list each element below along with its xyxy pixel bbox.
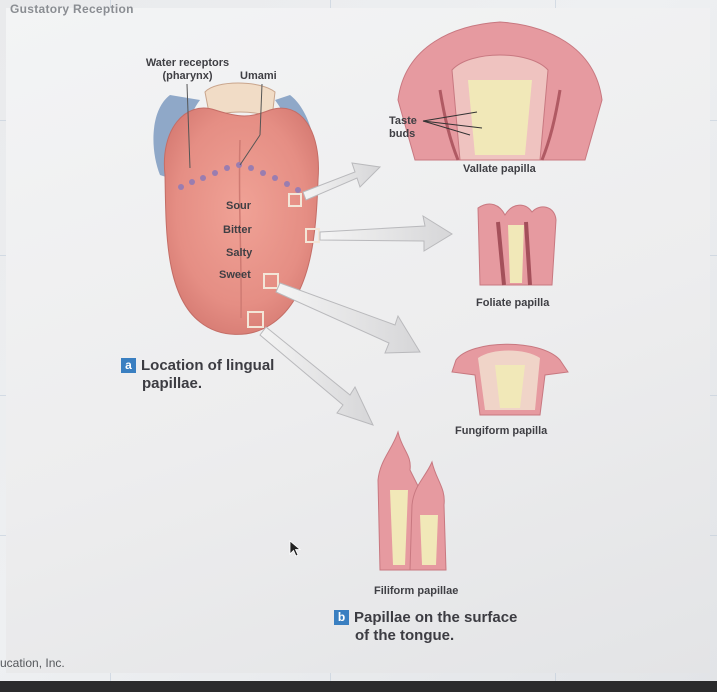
caption-b: b Papillae on the surface of the tongue.: [334, 609, 517, 645]
caption-a-line1: Location of lingual: [141, 357, 275, 374]
taste-buds-label-line1: Taste: [389, 115, 417, 127]
vallate-dot-row: [178, 162, 301, 193]
vallate-papilla-label: Vallate papilla: [463, 163, 536, 175]
umami-label: Umami: [240, 70, 277, 82]
water-receptors-label-line1: Water receptors: [145, 57, 230, 69]
pointer-arrows: [259, 162, 453, 426]
leader-line: [186, 83, 191, 169]
caption-b-line1: Papillae on the surface: [354, 609, 518, 626]
filiform-papillae-label: Filiform papillae: [374, 585, 459, 597]
leader-line: [259, 83, 263, 136]
water-receptors-label-line2: (pharynx): [162, 70, 213, 82]
filiform-papillae-illustration: [377, 430, 447, 571]
sweet-label: Sweet: [219, 269, 251, 281]
region-markers: [247, 193, 320, 328]
sour-label: Sour: [226, 200, 252, 212]
vallate-papilla-illustration: [397, 21, 603, 161]
water-receptors-label: Water receptors (pharynx): [130, 57, 245, 83]
tongue-illustration: [163, 107, 319, 335]
bitter-label: Bitter: [223, 224, 252, 236]
taste-buds-label: Taste buds: [389, 115, 417, 141]
salty-label: Salty: [226, 247, 253, 259]
mouse-cursor-icon: [289, 540, 302, 557]
figure-title: Gustatory Reception: [10, 2, 134, 16]
caption-b-badge: b: [334, 610, 349, 625]
taste-buds-label-line2: buds: [389, 128, 416, 140]
foliate-papilla-label: Foliate papilla: [476, 297, 550, 309]
copyright-footer: ucation, Inc.: [0, 656, 65, 670]
caption-b-line2: of the tongue.: [355, 627, 455, 644]
caption-a-line2: papillae.: [142, 375, 203, 392]
foliate-papilla-illustration: [477, 203, 557, 286]
leader-line: [239, 134, 261, 166]
caption-a-badge: a: [121, 358, 136, 373]
caption-a: a Location of lingual papillae.: [121, 357, 274, 393]
monitor-bezel: [0, 681, 717, 692]
fungiform-papilla-label: Fungiform papilla: [455, 425, 548, 437]
fungiform-papilla-illustration: [451, 343, 569, 416]
